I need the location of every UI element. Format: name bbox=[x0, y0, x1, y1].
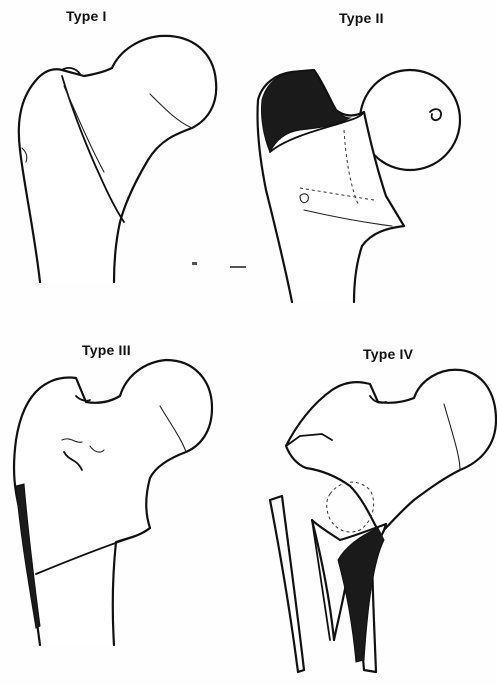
type-4-lateral-shaft bbox=[270, 496, 304, 672]
type-4-upper-fragment bbox=[286, 370, 496, 534]
